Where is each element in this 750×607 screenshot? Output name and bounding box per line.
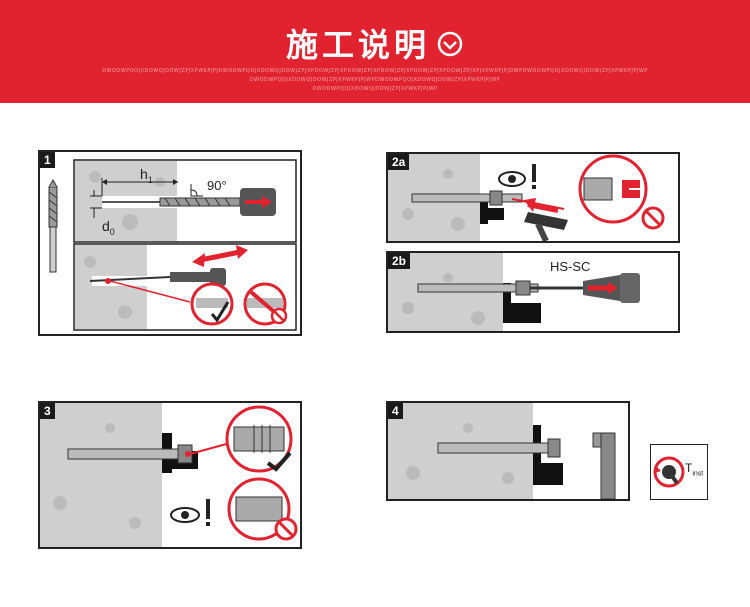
diameter-label: d0 xyxy=(102,218,115,237)
step-4-number: 4 xyxy=(388,403,403,419)
header-banner: 施工说明 DWODWPQOJXDOWQJDOWJZPJXPWKPJPJDWODW… xyxy=(0,0,750,103)
page-title: 施工说明 xyxy=(0,20,750,66)
step-1-panel: 1 xyxy=(38,150,302,336)
deco-text-2: DWODWPQOJXDOWQJDOWJZPJXPWKPJPJWPDWODWPQO… xyxy=(249,77,501,83)
step-2a-number: 2a xyxy=(388,154,410,170)
step-4-illustration xyxy=(388,403,616,499)
step-2b-number: 2b xyxy=(388,253,411,269)
torque-label: Tinst xyxy=(685,461,704,478)
depth-label: h1 xyxy=(140,166,153,185)
eye-icon xyxy=(170,507,200,523)
check-circle-icon xyxy=(436,28,464,66)
torque-wrench-icon xyxy=(653,456,685,488)
deco-text-3: DWODWPQOJXDOWQJDOWJZPJXPWKPJPJWP xyxy=(312,86,438,92)
eye-icon xyxy=(498,171,526,187)
step-3-illustration xyxy=(40,403,298,547)
tool-label: HS-SC xyxy=(550,259,591,274)
deco-text-1: DWODWPQOJXDOWQJDOWJZPJXPWKPJPJDWODWPQOJX… xyxy=(102,68,648,74)
step-4-panel: 4 xyxy=(386,401,630,501)
drill-bit-icon xyxy=(48,178,58,273)
step-3-number: 3 xyxy=(40,403,55,419)
step-2b-illustration xyxy=(388,253,640,331)
step-2a-panel: 2a xyxy=(386,152,680,243)
step-2b-panel: 2b HS-SC xyxy=(386,251,680,333)
step-2a-illustration xyxy=(388,154,665,241)
angle-label: 90° xyxy=(207,178,227,193)
torque-icon-box: Tinst xyxy=(650,444,708,500)
title-text: 施工说明 xyxy=(285,26,430,64)
step-3-panel: 3 xyxy=(38,401,302,549)
step-1-illustration xyxy=(48,159,297,331)
step-1-number: 1 xyxy=(40,152,55,168)
